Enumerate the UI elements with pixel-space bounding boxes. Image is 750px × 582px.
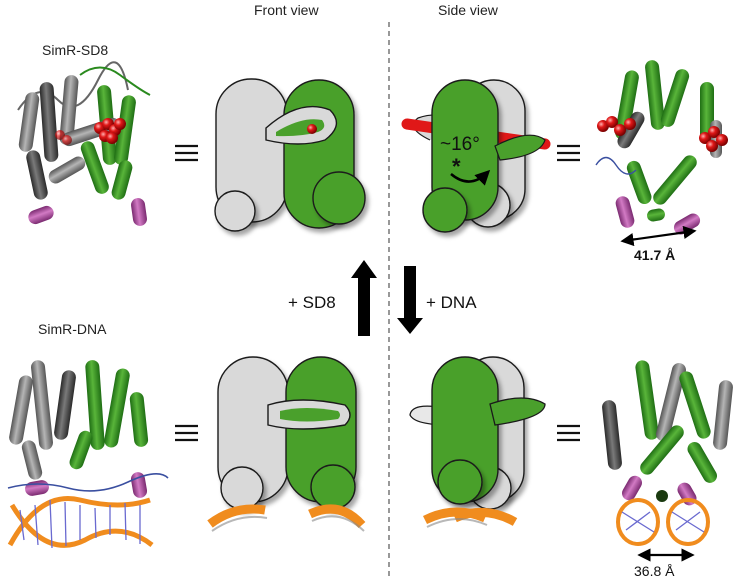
- front-view-header: Front view: [254, 2, 319, 18]
- label-simr-dna: SimR-DNA: [38, 321, 107, 337]
- equivalence-symbol-1: [175, 144, 198, 162]
- structure-dna-side-cartoon: [602, 360, 733, 546]
- rotation-angle-label: ~16°: [440, 134, 480, 155]
- asterisk-marker: *: [452, 154, 461, 179]
- label-add-sd8: + SD8: [288, 293, 336, 312]
- distance-label-bottom: 36.8 Å: [634, 563, 675, 579]
- equivalence-symbol-2: [557, 144, 580, 162]
- front-view-sd8-schematic: [214, 78, 366, 232]
- front-view-dna-schematic: [207, 356, 366, 532]
- label-simr-sd8: SimR-SD8: [42, 42, 108, 58]
- arrow-add-sd8: [351, 260, 377, 336]
- equivalence-symbol-3: [175, 424, 198, 442]
- structure-sd8-side-cartoon: [595, 60, 728, 235]
- distance-arrow-top: [620, 225, 697, 247]
- side-view-sd8-schematic: ~16° *: [401, 79, 551, 233]
- label-add-dna: + DNA: [426, 293, 477, 312]
- structure-simr-sd8-cartoon: [17, 61, 151, 226]
- side-view-header: Side view: [438, 2, 499, 18]
- equivalence-symbol-4: [557, 424, 580, 442]
- rotation-arrow: [450, 169, 491, 186]
- arrow-add-dna: [397, 266, 423, 334]
- distance-label-top: 41.7 Å: [634, 247, 675, 263]
- structure-simr-dna-cartoon: [7, 360, 169, 549]
- side-view-dna-schematic: [409, 356, 546, 528]
